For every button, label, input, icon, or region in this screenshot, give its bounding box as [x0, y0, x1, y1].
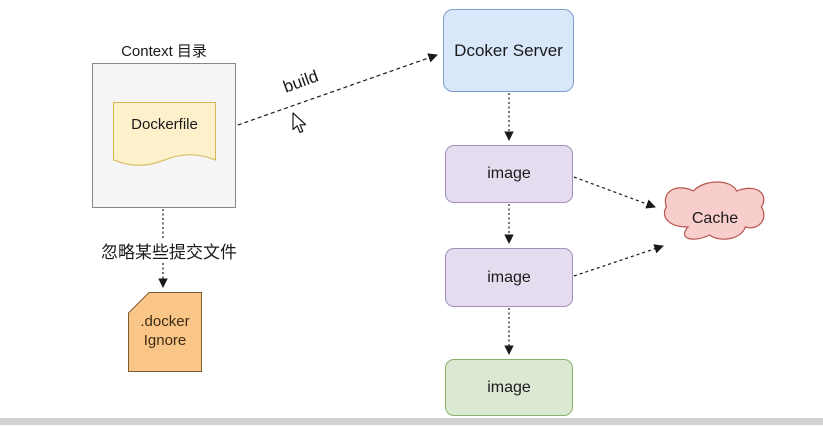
- dockerfile-label: Dockerfile: [131, 116, 198, 133]
- build-arrow: [217, 53, 438, 133]
- image-node-3-label: image: [487, 378, 531, 396]
- image-node-3: image: [445, 359, 573, 416]
- mouse-cursor-icon: [292, 112, 307, 133]
- bottom-scrollbar[interactable]: [0, 418, 823, 425]
- dockerignore-label-line2: Ignore: [143, 332, 187, 349]
- dockerignore-note-shape: [128, 292, 202, 372]
- image-node-1: image: [445, 145, 573, 203]
- dockerignore-label-line1: .docker: [140, 313, 190, 330]
- image-node-2: image: [445, 248, 573, 307]
- docker-server-label: Dcoker Server: [454, 40, 563, 60]
- dockerfile-document-shape: [113, 102, 216, 166]
- image1-to-cache-arrow: [573, 176, 656, 209]
- build-arrow-label: build: [280, 66, 321, 97]
- context-directory-label: Context 目录: [121, 43, 207, 60]
- dockerignore-label: .docker Ignore: [128, 312, 202, 350]
- image-node-2-label: image: [487, 268, 531, 286]
- image-node-1-label: image: [487, 165, 531, 182]
- cache-cloud-shape: [663, 181, 765, 240]
- image2-to-cache-arrow: [573, 244, 664, 277]
- cache-label: Cache: [691, 210, 739, 227]
- ignore-caption: 忽略某些提交文件: [95, 238, 243, 263]
- docker-server-node: Dcoker Server: [443, 9, 574, 92]
